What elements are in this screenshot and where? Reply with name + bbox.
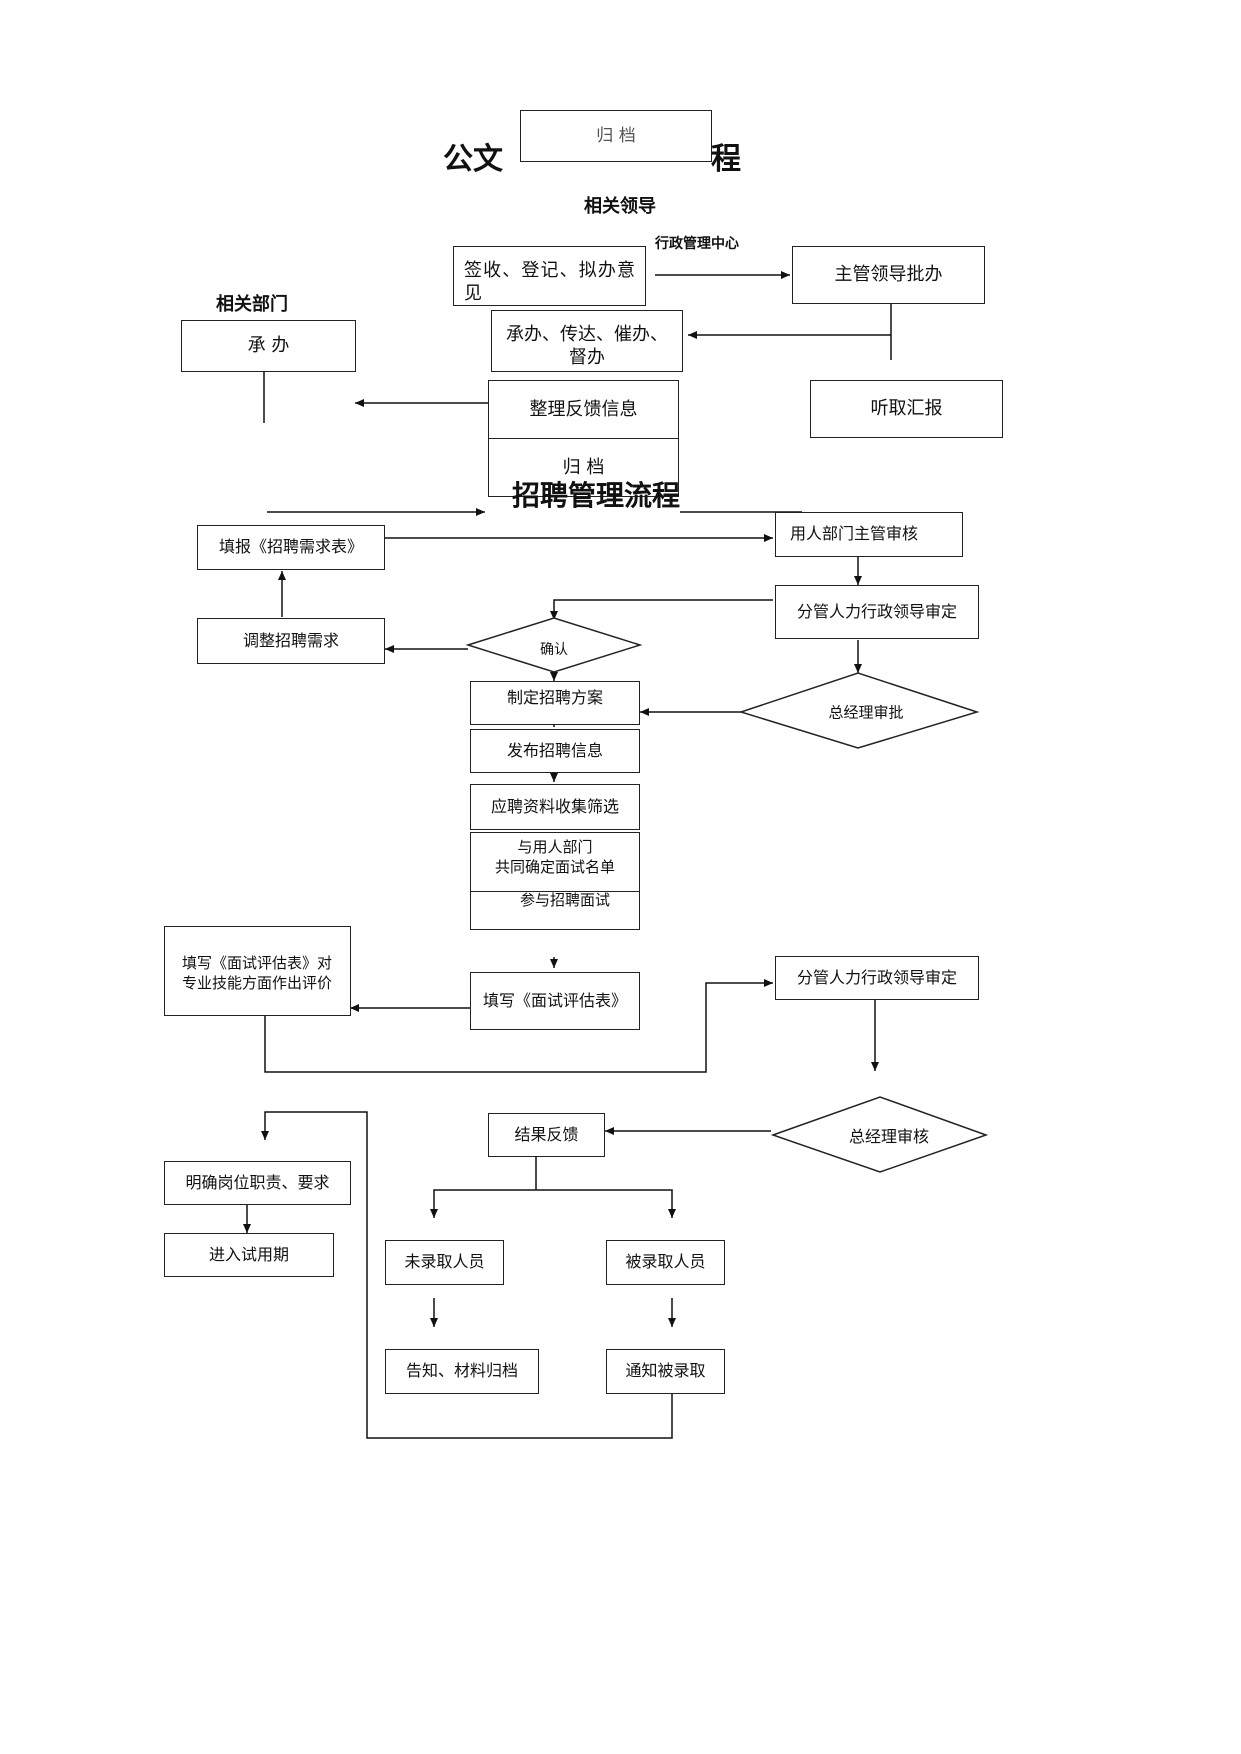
arrow-result-to-not-hired: [430, 1189, 536, 1218]
feedback-box: 整理反馈信息: [489, 381, 678, 439]
gm-approve-diamond: [738, 672, 980, 749]
gm-review-label: 总经理审核: [848, 1127, 930, 1146]
decide-list-line1: 与用人部门: [517, 838, 593, 856]
eval-dept-text: 填写《面试评估表》对 专业技能方面作出评价: [182, 953, 332, 994]
fill-demand-box: 填报《招聘需求表》: [197, 525, 385, 570]
notify-hired-box: 通知被录取: [606, 1349, 725, 1394]
undertake-box: 承 办: [181, 320, 356, 372]
dept-label: 相关部门: [216, 294, 288, 315]
leader-label: 相关领导: [584, 196, 656, 217]
join-interview-label: 参与招聘面试: [520, 891, 611, 909]
hr-review-box-1: 分管人力行政领导审定: [775, 585, 979, 639]
eval-form-box: 填写《面试评估表》: [470, 972, 640, 1030]
gm-review-diamond: [770, 1096, 989, 1173]
hr-review-box-2: 分管人力行政领导审定: [775, 956, 979, 1000]
probation-box: 进入试用期: [164, 1233, 334, 1277]
gm-approve-label: 总经理审批: [828, 703, 904, 722]
make-plan-box: 制定招聘方案: [470, 681, 640, 725]
arrow-eval-to-hr2: [264, 979, 773, 1073]
hired-box: 被录取人员: [606, 1240, 725, 1285]
decide-list-line2: 共同确定面试名单: [494, 858, 616, 877]
report-box: 听取汇报: [810, 380, 1003, 438]
leader-approve-box: 主管领导批办: [792, 246, 985, 304]
decide-list-text: 与用人部门 共同确定面试名单: [495, 837, 615, 878]
recruit-title: 招聘管理流程: [512, 479, 681, 512]
decide-list-box: [470, 832, 640, 930]
center-label: 行政管理中心: [655, 236, 739, 252]
collect-screen-box: 应聘资料收集筛选: [470, 784, 640, 830]
not-hired-box: 未录取人员: [385, 1240, 504, 1285]
dept-review-box: 用人部门主管审核: [775, 512, 963, 557]
arrow-result-to-hired: [536, 1189, 676, 1218]
duties-box: 明确岗位职责、要求: [164, 1161, 351, 1205]
confirm-diamond: [465, 617, 643, 673]
confirm-label: 确认: [540, 642, 568, 658]
eval-dept-box: [164, 926, 351, 1016]
arrow-hr-to-confirm: [550, 599, 773, 620]
official-title-suffix: 程: [711, 142, 741, 177]
handle-supervise-box: 承办、传达、催办、督办: [491, 310, 683, 372]
feedback-archive-box: 整理反馈信息 归 档: [488, 380, 679, 497]
archive-box: 归 档: [562, 456, 605, 478]
adjust-demand-box: 调整招聘需求: [197, 618, 385, 664]
sign-register-box: 签收、登记、拟办意见: [453, 246, 646, 306]
publish-info-box: 发布招聘信息: [470, 729, 640, 773]
notify-archive-box: 告知、材料归档: [385, 1349, 539, 1394]
top-archive-box: 归 档: [520, 110, 712, 162]
official-title-prefix: 公文: [443, 142, 503, 177]
eval-dept-line2: 专业技能方面作出评价: [181, 974, 333, 993]
result-feedback-box: 结果反馈: [488, 1113, 605, 1157]
arrow-notify-to-duties: [261, 1111, 673, 1439]
eval-dept-line1: 填写《面试评估表》对: [181, 954, 333, 972]
flowchart-connectors: [243, 271, 989, 1439]
